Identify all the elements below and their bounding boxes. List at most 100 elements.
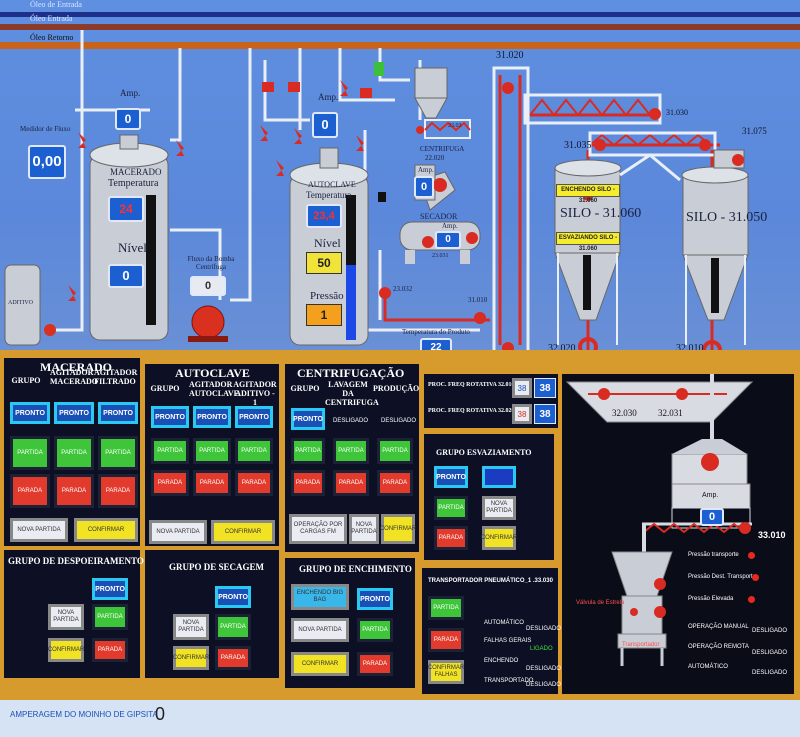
pressao-dest-indicator — [752, 574, 759, 581]
code-32020: 32.020 — [548, 343, 576, 354]
autoclave-aditivo-partida[interactable]: PARTIDA — [235, 438, 273, 464]
secagem-partida[interactable]: PARTIDA — [215, 614, 251, 640]
bomba-value: 0 — [190, 276, 226, 296]
enchimento-bigbag[interactable]: ENCHENDO BIG BAG — [291, 584, 349, 610]
centrifugacao-lavagem-partida[interactable]: PARTIDA — [333, 438, 369, 464]
secador-code: 23.031 — [432, 253, 449, 259]
macerado-grupo-pronto[interactable]: PRONTO — [10, 402, 50, 424]
macerado-agit-macerado-parada[interactable]: PARADA — [54, 474, 94, 508]
esvaziamento-confirmar[interactable]: CONFIRMAR — [481, 526, 517, 550]
autoclave-col-agitador: AGITADOR AUTOCLAVE — [189, 380, 239, 398]
macerado-agit-filtrado-partida[interactable]: PARTIDA — [98, 436, 138, 470]
despoeiramento-parada[interactable]: PARADA — [92, 638, 128, 662]
autoclave-agitador-parada[interactable]: PARADA — [193, 470, 231, 496]
macerado-nova-partida[interactable]: NOVA PARTIDA — [10, 518, 68, 542]
centrifugacao-lavagem-parada[interactable]: PARADA — [333, 470, 369, 496]
automatico2-label: AUTOMÁTICO — [688, 664, 728, 670]
code-31010: 31.010 — [468, 296, 488, 304]
centrifuga-label: CENTRIFUGA — [420, 145, 465, 153]
freq-label-1: PROC. FREQ ROTATIVA 32.010 — [428, 382, 515, 388]
centrifugacao-producao-parada[interactable]: PARADA — [377, 470, 413, 496]
macerado-tank-label: MACERADO — [110, 167, 162, 177]
temp-produto-label: Temperatura do Produto — [402, 328, 470, 336]
transportador-title: TRANSPORTADOR PNEUMÁTICO_1 .33.030 — [428, 578, 553, 584]
despoeiramento-partida[interactable]: PARTIDA — [92, 604, 128, 630]
macerado-confirmar[interactable]: CONFIRMAR — [74, 518, 138, 542]
autoclave-panel-title: AUTOCLAVE — [175, 366, 250, 380]
autoclave-confirmar[interactable]: CONFIRMAR — [211, 520, 275, 544]
macerado-grupo-parada[interactable]: PARADA — [10, 474, 50, 508]
pressao-elevada-indicator — [748, 596, 755, 603]
transportador-partida[interactable]: PARTIDA — [428, 596, 464, 620]
macerado-col-grupo: GRUPO — [11, 376, 41, 385]
transportador-confirmar-falhas[interactable]: CONFIRMAR FALHAS — [428, 660, 464, 684]
pipe-label-entrada: Óleo Entrada — [30, 14, 73, 23]
autoclave-col-aditivo: AGITADOR ADITIVO - 1 — [233, 380, 277, 407]
bomba-label: Fluxo da Bomba Centrífuga — [187, 255, 235, 271]
autoclave-panel: AUTOCLAVE GRUPO AGITADOR AUTOCLAVE AGITA… — [145, 364, 279, 546]
esvaziamento-nova-partida[interactable]: NOVA PARTIDA — [482, 496, 516, 520]
autoclave-temp-label: Temperatura — [306, 190, 352, 200]
autoclave-aditivo-pronto[interactable]: PRONTO — [235, 406, 273, 428]
enchimento-pronto[interactable]: PRONTO — [357, 588, 393, 610]
transportador-parada[interactable]: PARADA — [428, 628, 464, 652]
transp-falhas-label: FALHAS GERAIS — [484, 638, 532, 644]
centrifugacao-grupo-pronto[interactable]: PRONTO — [291, 408, 325, 430]
autoclave-pressao-label: Pressão — [310, 290, 344, 302]
autoclave-amp-label: Amp. — [318, 92, 339, 102]
op-remota-status: DESLIGADO — [752, 650, 788, 656]
footer-label: AMPERAGEM DO MOINHO DE GIPSITA — [10, 710, 158, 719]
enchimento-parada[interactable]: PARADA — [357, 652, 393, 676]
centrifugacao-operacao-cargas[interactable]: OPERAÇÃO POR CARGAS FM — [289, 514, 347, 544]
centrifugacao-nova-partida[interactable]: NOVA PARTIDA — [349, 514, 379, 544]
despoeiramento-title: GRUPO DE DESPOEIRAMENTO — [8, 556, 144, 566]
macerado-agit-macerado-pronto[interactable]: PRONTO — [54, 402, 94, 424]
autoclave-grupo-partida[interactable]: PARTIDA — [151, 438, 189, 464]
macerado-temp-label: Temperatura — [108, 178, 159, 189]
despoeiramento-pronto[interactable]: PRONTO — [92, 578, 128, 600]
centrifugacao-producao-status: DESLIGADO — [381, 418, 417, 424]
transportador-panel: TRANSPORTADOR PNEUMÁTICO_1 .33.030 PARTI… — [422, 568, 562, 694]
secagem-pronto[interactable]: PRONTO — [215, 586, 251, 608]
enchimento-confirmar[interactable]: CONFIRMAR — [291, 652, 349, 676]
autoclave-grupo-pronto[interactable]: PRONTO — [151, 406, 189, 428]
autoclave-amp-value: 0 — [312, 112, 338, 138]
centrifugacao-panel-title: CENTRIFUGAÇÃO — [297, 366, 405, 380]
footer-bar: AMPERAGEM DO MOINHO DE GIPSITA 0 — [0, 700, 800, 737]
esvaziamento-parada[interactable]: PARADA — [434, 526, 468, 550]
autoclave-pressao-value: 1 — [306, 304, 342, 326]
secagem-confirmar[interactable]: CONFIRMAR — [173, 646, 209, 670]
secagem-nova-partida[interactable]: NOVA PARTIDA — [173, 614, 209, 640]
autoclave-nivel-label: Nível — [314, 236, 341, 250]
autoclave-grupo-parada[interactable]: PARADA — [151, 470, 189, 496]
enchimento-partida[interactable]: PARTIDA — [357, 618, 393, 642]
autoclave-agitador-pronto[interactable]: PRONTO — [193, 406, 231, 428]
secagem-parada[interactable]: PARADA — [215, 646, 251, 670]
transp-falhas-status: LIGADO — [530, 646, 553, 652]
esvaziamento-pronto[interactable]: PRONTO — [434, 466, 468, 488]
centrifuga-amp-value: 0 — [414, 176, 434, 198]
macerado-agit-macerado-partida[interactable]: PARTIDA — [54, 436, 94, 470]
esvaziamento-partida[interactable]: PARTIDA — [434, 496, 468, 520]
transp-transportado-status: DESLIGADO — [526, 682, 562, 688]
centrifugacao-confirmar[interactable]: CONFIRMAR — [380, 514, 416, 544]
centrifugacao-grupo-partida[interactable]: PARTIDA — [291, 438, 325, 464]
freq-1-setpoint[interactable]: 38 — [512, 378, 532, 398]
autoclave-agitador-partida[interactable]: PARTIDA — [193, 438, 231, 464]
enchimento-title: GRUPO DE ENCHIMENTO — [299, 564, 412, 574]
code-32010: 32.010 — [676, 343, 704, 354]
autoclave-aditivo-parada[interactable]: PARADA — [235, 470, 273, 496]
macerado-agit-filtrado-parada[interactable]: PARADA — [98, 474, 138, 508]
control-panel: MACERADO GRUPO AGITADOR MACERADO AGITADO… — [0, 350, 800, 700]
autoclave-tank-label: AUTOCLAVE — [308, 180, 356, 189]
enchimento-nova-partida[interactable]: NOVA PARTIDA — [291, 618, 349, 642]
macerado-grupo-partida[interactable]: PARTIDA — [10, 436, 50, 470]
despoeiramento-nova-partida[interactable]: NOVA PARTIDA — [48, 604, 84, 630]
macerado-agit-filtrado-pronto[interactable]: PRONTO — [98, 402, 138, 424]
esvaziamento-silo-select[interactable] — [482, 466, 516, 488]
autoclave-nova-partida[interactable]: NOVA PARTIDA — [149, 520, 207, 544]
freq-2-setpoint[interactable]: 38 — [512, 404, 532, 424]
centrifugacao-producao-partida[interactable]: PARTIDA — [377, 438, 413, 464]
despoeiramento-confirmar[interactable]: CONFIRMAR — [48, 638, 84, 662]
centrifugacao-grupo-parada[interactable]: PARADA — [291, 470, 325, 496]
